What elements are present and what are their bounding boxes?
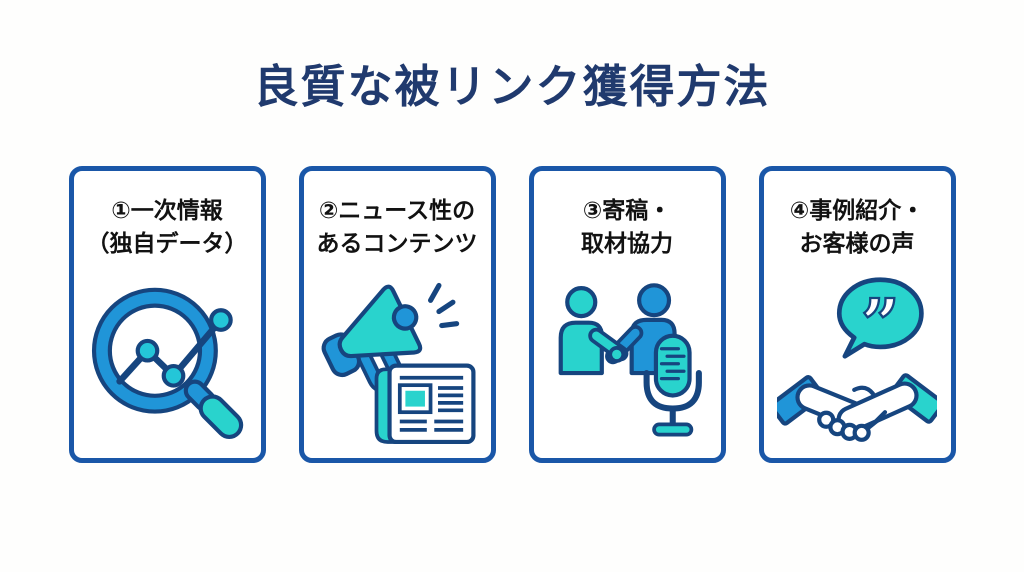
card-label-line2: あるコンテンツ xyxy=(316,231,478,258)
card-label-line2: お客様の声 xyxy=(799,231,915,258)
card-label-line2: （独自データ） xyxy=(86,231,248,258)
magnifier-icon xyxy=(91,287,244,439)
interview-microphone-icon-svg xyxy=(558,283,702,437)
line-chart-icon xyxy=(116,308,233,388)
magnifier-chart-icon-svg xyxy=(91,287,244,439)
handshake-testimonial-icon: ” xyxy=(764,262,951,458)
card-label-line1: ④事例紹介・ xyxy=(789,198,925,224)
newspaper-icon xyxy=(374,363,476,444)
people-handshake-icon xyxy=(558,283,677,376)
card-label-line1: ②ニュース性の xyxy=(318,198,476,224)
handshake-testimonial-icon-svg: ” xyxy=(777,277,937,442)
quote-bubble-icon: ” xyxy=(836,277,924,364)
card-label: ②ニュース性の あるコンテンツ xyxy=(317,195,478,262)
card-contribution-interview: ③寄稿・ 取材協力 xyxy=(528,166,726,463)
sound-lines-icon xyxy=(427,282,460,328)
megaphone-newspaper-icon-svg xyxy=(321,282,476,444)
card-label: ③寄稿・ 取材協力 xyxy=(581,195,673,262)
page-title: 良質な被リンク獲得方法 xyxy=(253,60,771,113)
interview-microphone-icon xyxy=(534,262,721,458)
megaphone-newspaper-icon xyxy=(304,262,491,458)
magnifier-chart-icon xyxy=(74,262,261,458)
card-label-line1: ③寄稿・ xyxy=(582,198,672,224)
card-label: ④事例紹介・ お客様の声 xyxy=(790,195,924,262)
card-primary-information: ①一次情報 （独自データ） xyxy=(68,166,266,463)
handshake-icon xyxy=(777,373,937,442)
microphone-icon xyxy=(643,333,702,437)
cards-row: ①一次情報 （独自データ） xyxy=(0,166,1024,463)
card-label: ①一次情報 （独自データ） xyxy=(87,195,248,262)
card-label-line2: 取材協力 xyxy=(581,231,673,258)
card-newsworthy-content: ②ニュース性の あるコンテンツ xyxy=(298,166,496,463)
card-case-study-testimonial: ④事例紹介・ お客様の声 ” xyxy=(758,166,956,463)
quote-marks: ” xyxy=(861,284,900,363)
card-label-line1: ①一次情報 xyxy=(111,198,223,224)
